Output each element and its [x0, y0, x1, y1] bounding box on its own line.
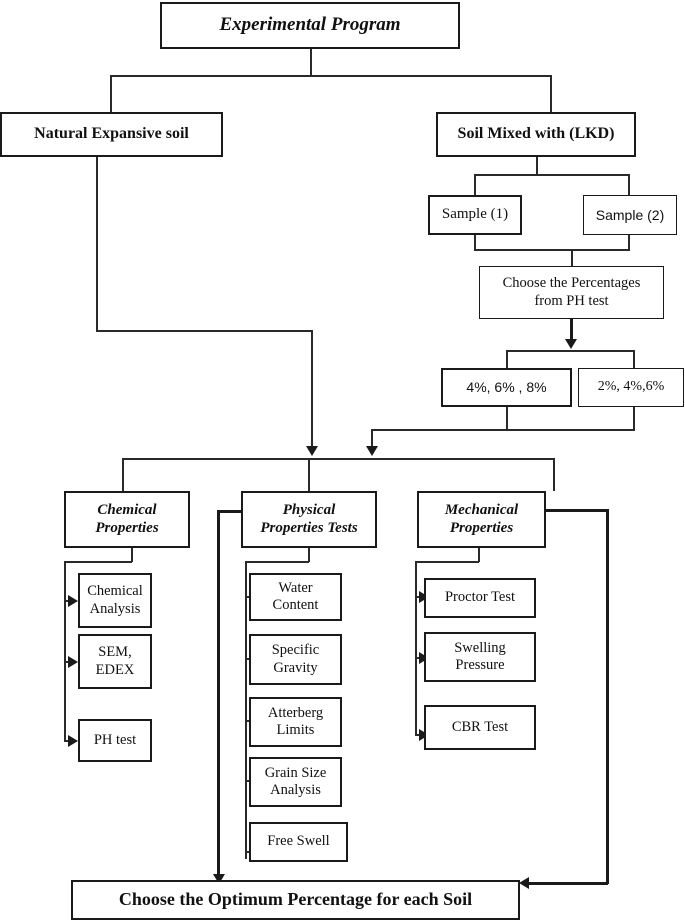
connector-properties-bar — [122, 458, 554, 460]
arrowhead-chemical-1 — [68, 656, 78, 668]
node-chemical-properties[interactable]: Chemical Properties — [64, 491, 190, 548]
node-label: Proctor Test — [444, 589, 515, 606]
connector-percent-merge — [371, 429, 635, 431]
connector-to-percent-a — [506, 350, 508, 368]
connector-natural-down — [96, 157, 98, 331]
node-label: Soil Mixed with (LKD) — [457, 125, 615, 143]
connector-physical-spine — [245, 561, 247, 859]
connector-lkd-split — [474, 174, 629, 176]
connector-lkd-stem — [536, 157, 538, 175]
connector-mechanical-to-final-elbow — [546, 509, 608, 512]
node-mechanical-test-1[interactable]: Swelling Pressure — [424, 632, 536, 682]
node-label: Swelling Pressure — [454, 639, 506, 673]
connector-samples-merge — [474, 249, 630, 251]
node-label: Chemical Properties — [95, 501, 159, 536]
connector-choose-down — [570, 319, 573, 345]
node-label: 4%, 6% , 8% — [466, 379, 547, 396]
connector-root-to-left — [110, 75, 112, 112]
node-natural-expansive-soil[interactable]: Natural Expansive soil — [0, 112, 223, 157]
node-label: Sample (1) — [441, 206, 509, 223]
connector-root-to-right — [550, 75, 552, 112]
node-mechanical-test-0[interactable]: Proctor Test — [424, 578, 536, 618]
connector-to-percent-b — [633, 350, 635, 368]
node-label: PH test — [93, 731, 137, 748]
connector-physical-to-final — [217, 510, 220, 882]
connector-physical-stem — [308, 548, 310, 562]
connector-mechanical-spine — [415, 561, 417, 735]
connector-natural-right — [96, 330, 312, 332]
connector-sample1-down — [474, 235, 476, 250]
connector-mechanical-elbow — [415, 561, 479, 563]
node-label: Mechanical Properties — [444, 501, 519, 536]
connector-mechanical-final-approach — [529, 882, 608, 885]
connector-bar-to-chemical — [122, 458, 124, 491]
node-physical-properties-tests[interactable]: Physical Properties Tests — [241, 491, 377, 548]
connector-chemical-stem — [131, 548, 133, 562]
node-sample-2[interactable]: Sample (2) — [583, 195, 677, 235]
arrowhead-choose-down — [565, 339, 577, 349]
connector-mechanical-to-final — [606, 509, 609, 884]
node-label: Natural Expansive soil — [34, 125, 189, 143]
connector-percent-b-down — [633, 407, 635, 430]
node-soil-mixed-lkd[interactable]: Soil Mixed with (LKD) — [436, 112, 636, 157]
connector-percent-to-bar — [371, 429, 373, 448]
node-label: CBR Test — [451, 718, 509, 735]
connector-chemical-elbow — [64, 561, 132, 563]
connector-lkd-to-sample2 — [628, 174, 630, 195]
node-label: Physical Properties Tests — [260, 501, 358, 536]
node-mechanical-properties[interactable]: Mechanical Properties — [417, 491, 546, 548]
connector-mechanical-stem — [478, 548, 480, 562]
node-chemical-test-2[interactable]: PH test — [78, 719, 152, 762]
node-percentages-sample1[interactable]: 4%, 6% , 8% — [441, 368, 572, 407]
node-physical-test-3[interactable]: Grain Size Analysis — [249, 757, 342, 807]
connector-sample2-down — [628, 235, 630, 250]
arrowhead-chemical-0 — [68, 595, 78, 607]
connector-percent-a-down — [506, 407, 508, 430]
node-label: Free Swell — [267, 833, 330, 850]
node-label: Specific Gravity — [271, 642, 320, 676]
node-label: Water Content — [272, 579, 319, 613]
connector-bar-to-mechanical — [553, 458, 555, 491]
node-chemical-test-1[interactable]: SEM, EDEX — [78, 634, 152, 689]
node-label: Chemical Analysis — [87, 583, 143, 617]
connector-percent-split — [506, 350, 634, 352]
node-label: Choose the Percentages from PH test — [502, 275, 641, 309]
connector-chemical-spine — [64, 561, 66, 741]
connector-lkd-to-sample1 — [474, 174, 476, 195]
node-label: Grain Size Analysis — [264, 764, 327, 798]
node-experimental-program[interactable]: Experimental Program — [160, 2, 460, 49]
connector-physical-to-final-elbow — [217, 510, 243, 513]
node-physical-test-4[interactable]: Free Swell — [249, 822, 348, 862]
connector-merge-to-choose — [571, 249, 573, 266]
connector-bar-to-physical — [308, 458, 310, 491]
arrowhead-natural-to-bar — [306, 446, 318, 456]
arrowhead-chemical-2 — [68, 735, 78, 747]
node-label: Sample (2) — [595, 206, 665, 223]
node-physical-test-0[interactable]: Water Content — [249, 573, 342, 621]
node-chemical-test-0[interactable]: Chemical Analysis — [78, 573, 152, 628]
arrowhead-mechanical-to-final — [519, 877, 529, 889]
node-percentages-sample2[interactable]: 2%, 4%,6% — [578, 368, 684, 407]
node-sample-1[interactable]: Sample (1) — [428, 195, 522, 235]
node-label: Atterberg Limits — [267, 704, 324, 738]
node-physical-test-2[interactable]: Atterberg Limits — [249, 697, 342, 747]
node-physical-test-1[interactable]: Specific Gravity — [249, 634, 342, 685]
connector-physical-elbow — [245, 561, 309, 563]
connector-root-stem — [310, 49, 312, 76]
node-label: 2%, 4%,6% — [597, 379, 665, 395]
node-label: Choose the Optimum Percentage for each S… — [118, 889, 473, 910]
connector-root-split — [110, 75, 552, 77]
arrowhead-physical-to-final — [213, 874, 225, 884]
node-final-optimum-percentage[interactable]: Choose the Optimum Percentage for each S… — [71, 880, 520, 920]
node-label: SEM, EDEX — [95, 644, 135, 678]
node-label: Experimental Program — [219, 14, 401, 36]
arrowhead-percent-to-bar — [366, 446, 378, 456]
node-mechanical-test-2[interactable]: CBR Test — [424, 705, 536, 750]
connector-natural-to-bar — [311, 330, 313, 448]
node-choose-percentages[interactable]: Choose the Percentages from PH test — [479, 266, 664, 319]
